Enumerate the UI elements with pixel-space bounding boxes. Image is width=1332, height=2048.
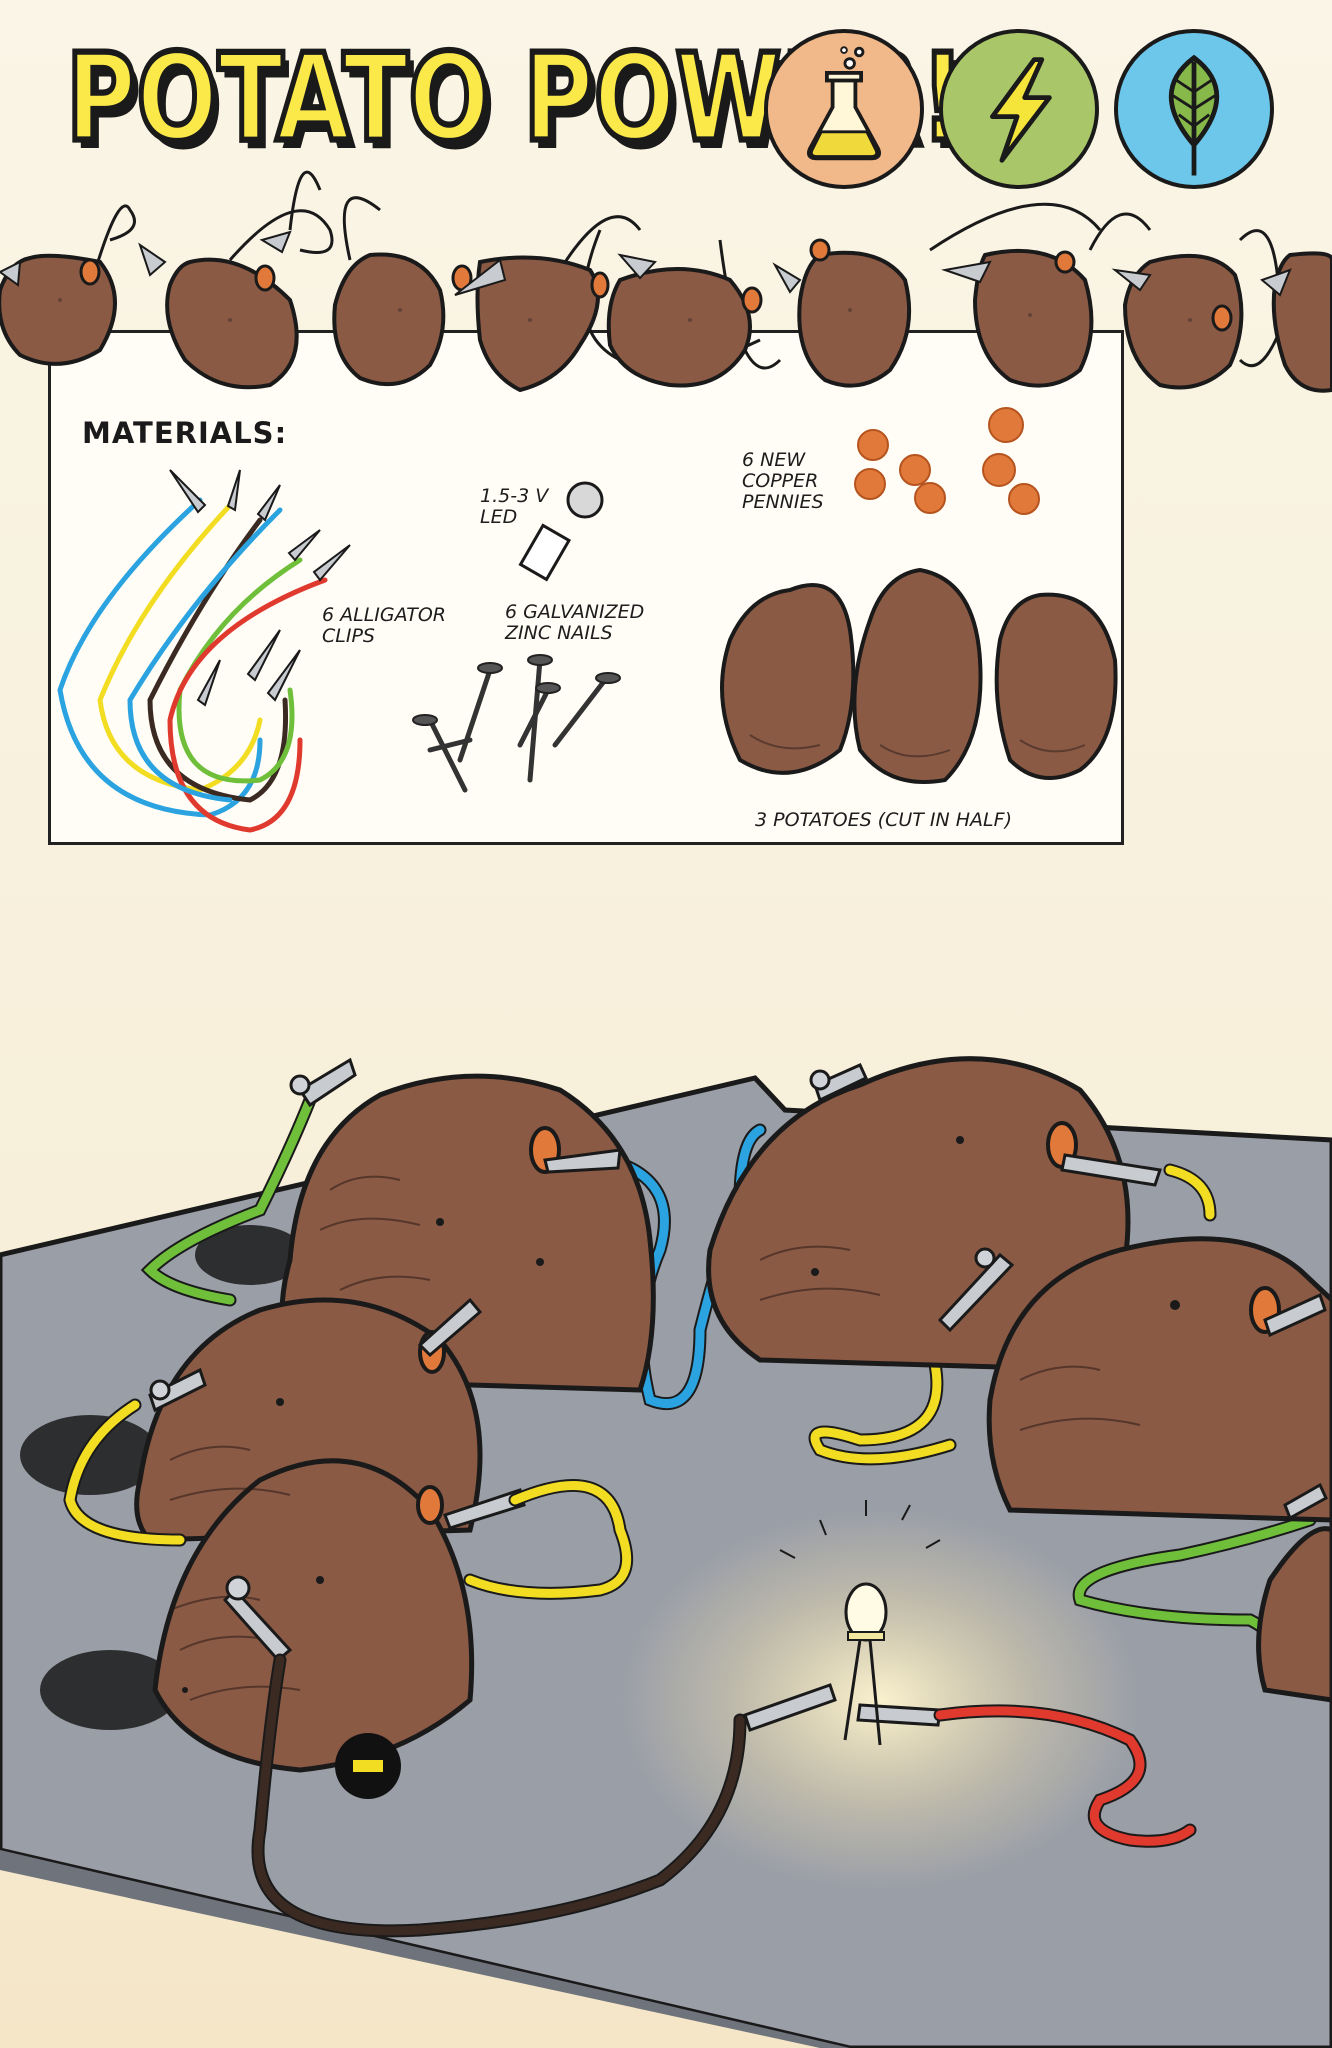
potato-cell-2 bbox=[706, 1056, 1131, 1373]
clips-label: 6 ALLIGATOR CLIPS bbox=[322, 604, 447, 647]
zinc-nail-icons bbox=[427, 657, 608, 793]
science-badge bbox=[764, 29, 924, 189]
led-bulb bbox=[779, 1500, 941, 1746]
pennies-label: 6 NEW COPPER PENNIES bbox=[742, 449, 824, 513]
materials-heading: MATERIALS: bbox=[82, 416, 288, 450]
alligator-clip-wires bbox=[57, 497, 328, 833]
leaf-icon bbox=[1169, 54, 1219, 176]
potato-icons bbox=[720, 567, 1118, 784]
negative-terminal-marker bbox=[335, 1733, 401, 1799]
potato-cell-3 bbox=[986, 1236, 1332, 1523]
potato-chain-illustration bbox=[0, 170, 1332, 393]
penny-icons bbox=[854, 407, 1040, 515]
flask-icon bbox=[806, 46, 882, 161]
led-label: 1.5-3 V LED bbox=[480, 485, 549, 528]
potato-cell-5 bbox=[152, 1458, 475, 1773]
electricity-badge bbox=[939, 29, 1099, 189]
potato-cell-6 bbox=[1256, 1526, 1332, 1703]
materials-illustration bbox=[57, 407, 1118, 833]
alligator-clip-icons bbox=[169, 469, 351, 707]
nails-label: 6 GALVANIZED ZINC NAILS bbox=[505, 601, 645, 644]
lightning-icon bbox=[990, 57, 1052, 163]
minus-icon bbox=[351, 1758, 385, 1774]
nature-badge bbox=[1114, 29, 1274, 189]
potatoes-label: 3 POTATOES (CUT IN HALF) bbox=[755, 809, 1012, 831]
led-icon bbox=[518, 481, 604, 582]
